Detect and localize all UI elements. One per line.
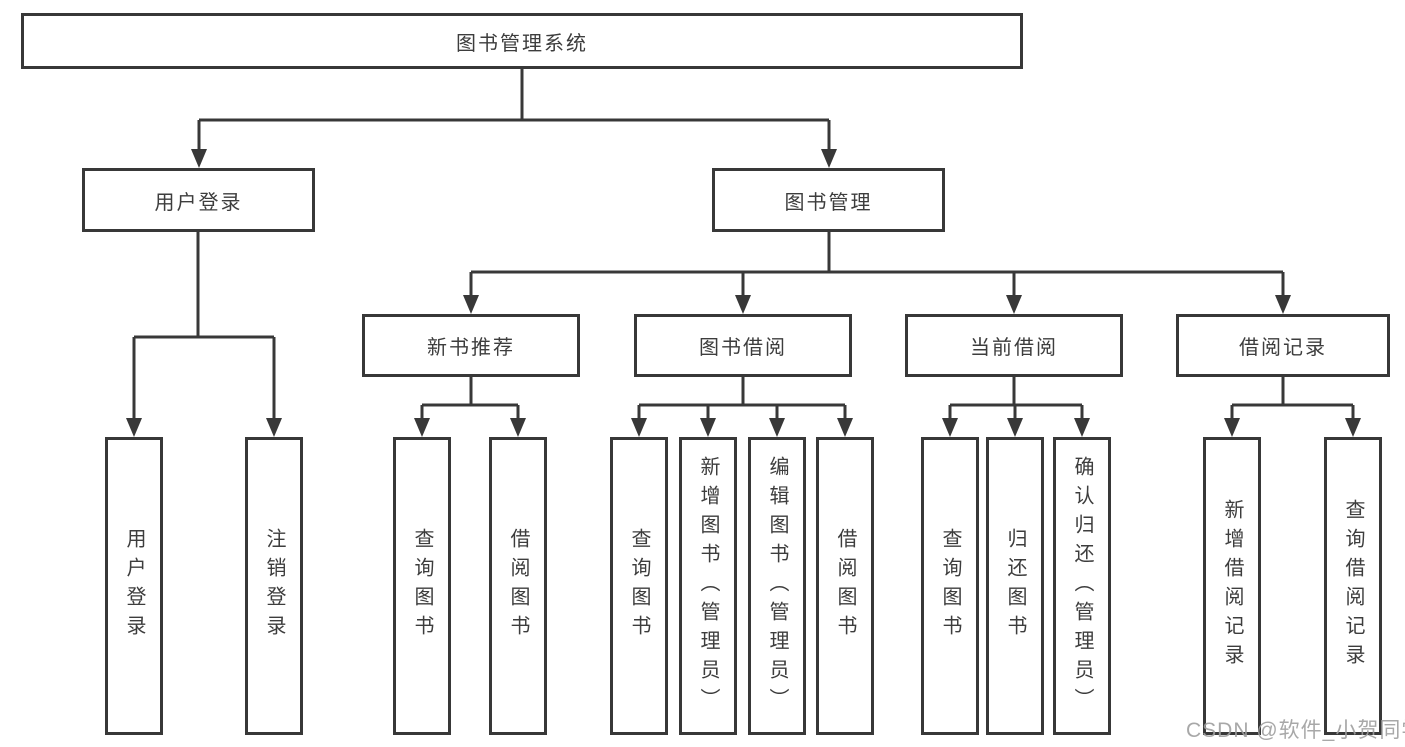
leaf-query-books-borrow: 查询图书 xyxy=(610,437,668,735)
leaf-borrow-books-recommend: 借阅图书 xyxy=(489,437,547,735)
leaf-confirm-return-admin: 确认归还（管理员） xyxy=(1053,437,1111,735)
node-root: 图书管理系统 xyxy=(21,13,1023,69)
arrowhead-icons xyxy=(126,149,1361,437)
leaf-query-books-recommend: 查询图书 xyxy=(393,437,451,735)
node-book-borrow: 图书借阅 xyxy=(634,314,852,377)
leaf-query-borrow-record: 查询借阅记录 xyxy=(1324,437,1382,735)
node-user-login: 用户登录 xyxy=(82,168,315,232)
leaf-add-borrow-record: 新增借阅记录 xyxy=(1203,437,1261,735)
leaf-user-login: 用户登录 xyxy=(105,437,163,735)
leaf-query-books-current: 查询图书 xyxy=(921,437,979,735)
leaf-logout: 注销登录 xyxy=(245,437,303,735)
node-book-management: 图书管理 xyxy=(712,168,945,232)
leaf-borrow-books: 借阅图书 xyxy=(816,437,874,735)
node-new-book-recommend: 新书推荐 xyxy=(362,314,580,377)
node-borrow-records: 借阅记录 xyxy=(1176,314,1390,377)
leaf-return-books: 归还图书 xyxy=(986,437,1044,735)
leaf-edit-book-admin: 编辑图书（管理员） xyxy=(748,437,806,735)
node-current-borrow: 当前借阅 xyxy=(905,314,1123,377)
watermark: CSDN @软件_小贺同学 xyxy=(1186,719,1405,742)
leaf-add-book-admin: 新增图书（管理员） xyxy=(679,437,737,735)
